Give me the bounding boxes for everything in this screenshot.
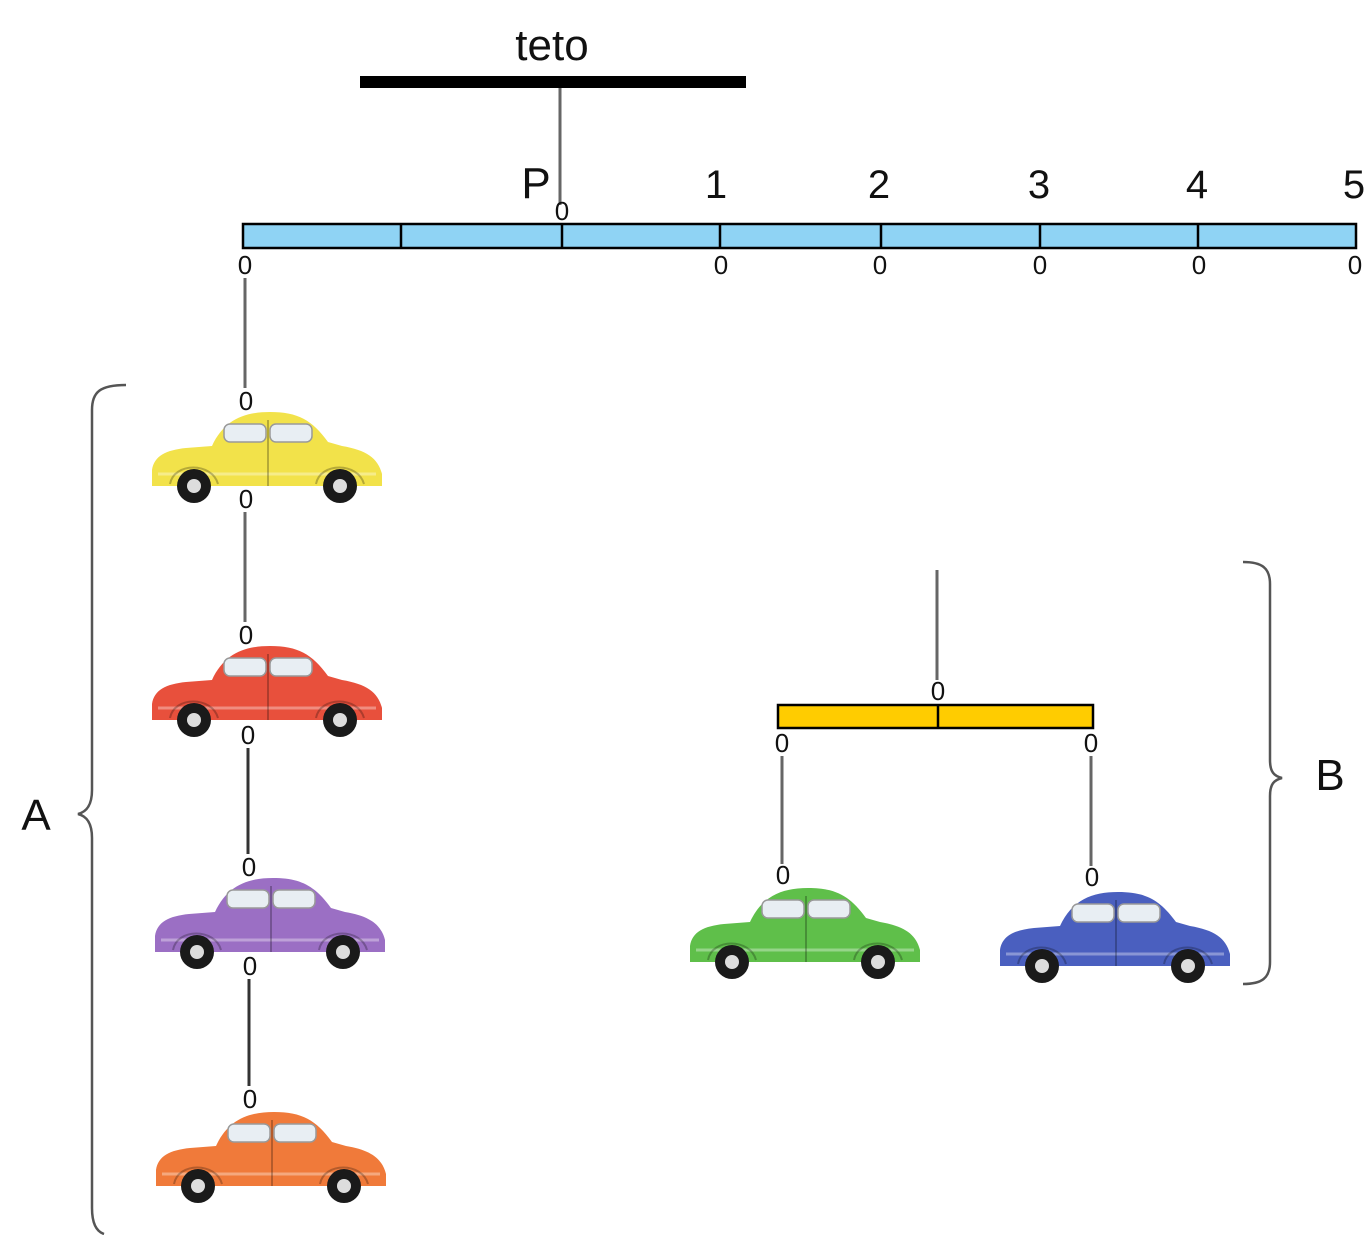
group-a-label: A [21,791,51,840]
bar-hook-5: 0 [1348,250,1362,280]
position-label-1: 1 [705,163,727,207]
ceiling-label: teto [515,21,588,70]
red-car [150,644,384,739]
sub-bar-hook-right: 0 [1084,728,1098,758]
position-label-5: 5 [1343,163,1365,207]
ceiling-bar [360,76,746,88]
hook-b-left: 0 [776,860,790,890]
hook-a4-top: 0 [243,1084,257,1114]
group-b-label: B [1315,751,1344,800]
sub-bar-pivot-hook: 0 [931,676,945,706]
bar-hook-1: 0 [714,250,728,280]
purple-car [153,876,387,971]
hook-a1-bottom: 0 [239,484,253,514]
yellow-car [150,410,384,505]
position-label-4: 4 [1186,163,1208,207]
brace-a [77,383,127,1235]
bar-hook-left: 0 [238,250,252,280]
position-label-2: 2 [868,163,890,207]
hook-a1-top: 0 [239,386,253,416]
bar-hook-4: 0 [1192,250,1206,280]
blue-car [998,890,1232,985]
hook-a3-bottom: 0 [243,951,257,981]
main-bar [241,222,1358,250]
position-label-3: 3 [1028,163,1050,207]
bar-hook-2: 0 [873,250,887,280]
bar-hook-3: 0 [1033,250,1047,280]
sub-bar-hook-left: 0 [775,728,789,758]
pivot-label: P [521,159,550,208]
pivot-hook: 0 [555,196,569,226]
sub-bar [776,703,1095,730]
hook-a2-top: 0 [239,620,253,650]
orange-car [154,1110,388,1205]
hook-a2-bottom: 0 [241,720,255,750]
green-car [688,886,922,981]
hook-a3-top: 0 [242,852,256,882]
hook-b-right: 0 [1085,862,1099,892]
brace-b [1242,560,1283,986]
